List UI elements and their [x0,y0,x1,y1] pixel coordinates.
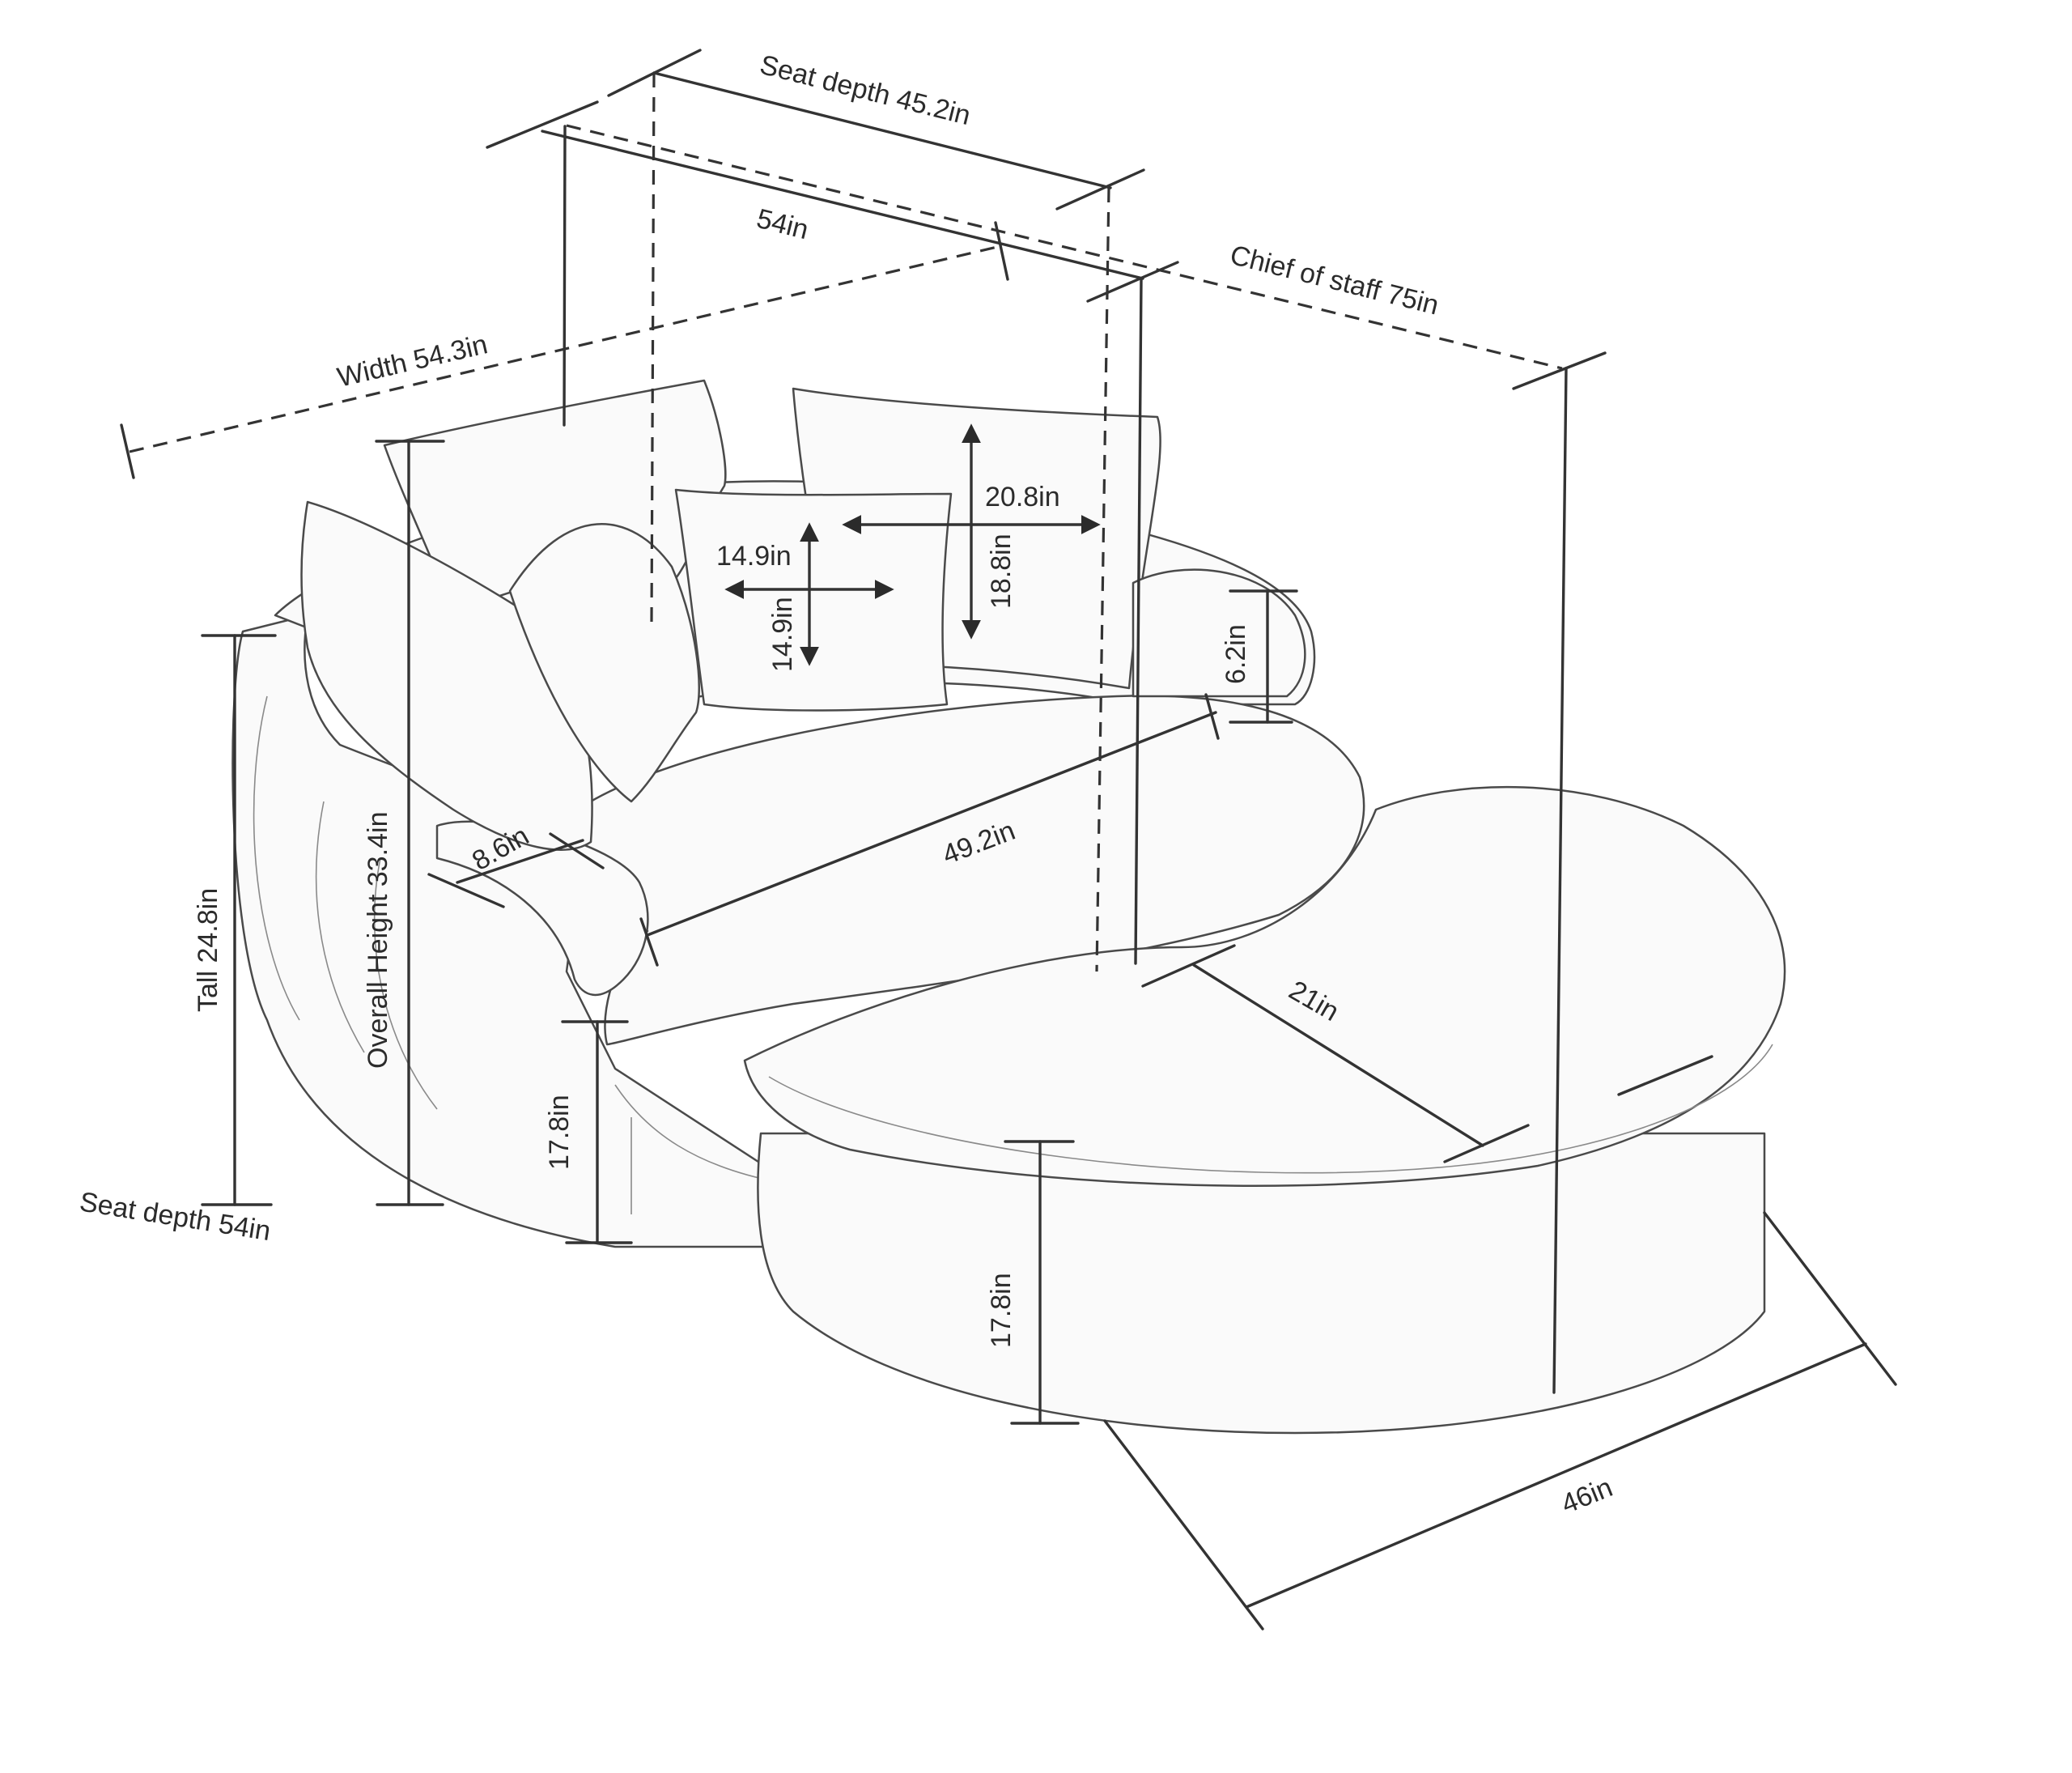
dim-width-54 [486,100,1179,965]
sofa-body [231,614,779,1248]
label-seat-depth-top: Seat depth 45.2in [757,49,974,131]
label-pillow-large-w: 20.8in [985,482,1060,512]
right-arm [1132,568,1306,698]
dim-arm-width [427,832,605,908]
dim-chief-of-staff [566,124,1607,1394]
label-arm-height: 6.2in [1221,624,1251,684]
dim-seat-height [561,1020,633,1244]
dim-seat-depth-top [607,49,1145,972]
dim-arm-height [1229,589,1298,724]
dim-ottoman-depth [1141,944,1713,1163]
label-ottoman-width: 46in [1557,1472,1617,1520]
label-pillow-small-w: 14.9in [716,541,792,572]
label-seat-height: 17.8in [544,1095,575,1170]
label-ottoman-height: 17.8in [986,1273,1017,1348]
dim-pillow-small [724,522,894,666]
back-pillow-center [674,488,953,712]
ottoman-piping [768,1044,1773,1174]
ottoman-body [757,1132,1766,1435]
label-tall: Tall 24.8in [193,888,223,1012]
side-pillow-large [300,500,593,851]
dim-seat-diagonal [639,693,1220,967]
label-width-543: Width 54.3in [334,329,490,393]
label-pillow-small-h: 14.9in [767,597,798,672]
ottoman-top [743,785,1786,1187]
sofa-channel-lines [253,695,438,1110]
dim-tall [201,634,277,1206]
sofa-front-panel [614,1084,778,1214]
label-pillow-large-h: 18.8in [986,534,1017,609]
dim-ottoman-height [1004,1140,1080,1425]
label-overall-height: Overall Height 33.4in [363,811,393,1069]
dim-width-543 [120,221,1009,479]
dim-overall-height [375,440,445,1206]
label-seat-depth-bottom: Seat depth 54in [78,1186,273,1247]
label-chief-of-staff: Chief of staff 75in [1227,240,1441,321]
dim-ottoman-width [1103,1211,1897,1631]
label-width-54: 54in [754,203,812,245]
dim-pillow-large [842,423,1101,640]
